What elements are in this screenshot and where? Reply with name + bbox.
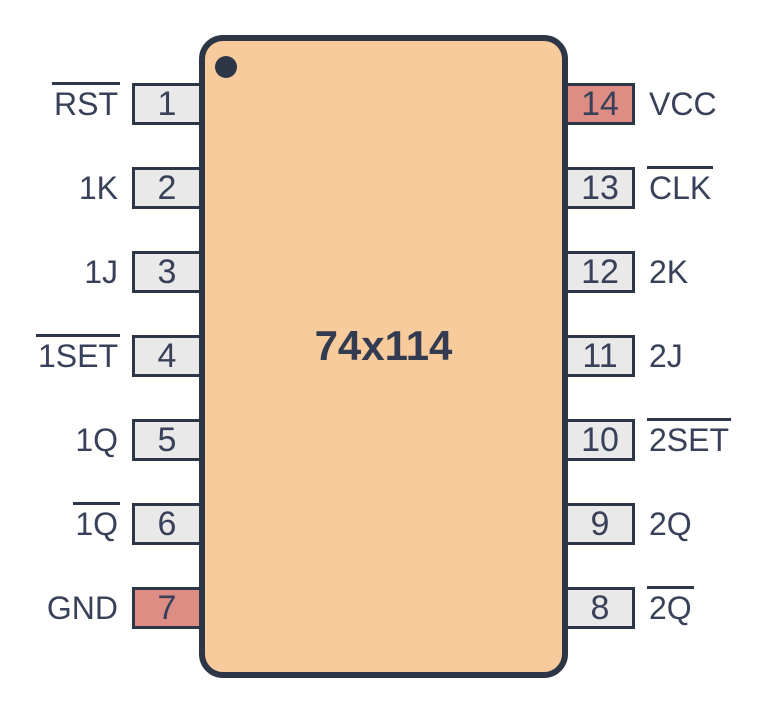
pin-row-13: 13 CLK [565,165,768,209]
chip-title: 74x114 [314,322,453,369]
pin-row-6: 1Q 6 [0,501,202,545]
pin-label-9: 2Q [649,505,692,542]
pin-row-12: 12 2K [565,251,768,293]
pin-box-3: 3 [132,251,202,293]
pin-row-7: GND 7 [0,587,202,629]
pin-label-2: 1K [78,169,118,206]
pin-box-9: 9 [565,503,635,545]
pin-label-11: 2J [649,337,683,374]
pin-box-12: 12 [565,251,635,293]
pin-box-11: 11 [565,335,635,377]
pin-number-3: 3 [157,253,177,291]
pin-number-9: 9 [590,505,610,543]
pin-row-8: 8 2Q [565,585,768,629]
pin-label-8: 2Q [647,585,694,626]
pin-number-13: 13 [581,169,619,207]
pin-row-11: 11 2J [565,335,768,377]
pin-number-14: 14 [581,85,619,123]
pin1-indicator-dot [215,56,237,78]
chip-body: 74x114 [199,35,568,678]
pin-label-10: 2SET [646,417,732,458]
pin-label-14: VCC [649,85,717,122]
pin-row-14: 14 VCC [565,83,768,125]
pin-box-8: 8 [565,587,635,629]
pin-box-1: 1 [132,83,202,125]
left-pin-column: RST 1 1K 2 1J 3 1SET 4 1Q 5 1Q 6 GND 7 [0,81,202,629]
pin-box-14: 14 [565,83,635,125]
pin-label-5: 1Q [75,421,118,458]
pin-number-1: 1 [157,85,177,123]
pin-label-1: RST [52,81,120,122]
pin-label-6: 1Q [73,501,120,542]
pin-number-2: 2 [157,169,177,207]
pin-row-4: 1SET 4 [0,333,202,377]
pin-number-11: 11 [582,337,618,375]
pin-box-4: 4 [132,335,202,377]
pin-row-9: 9 2Q [565,503,768,545]
pin-number-7: 7 [157,589,177,627]
pin-number-12: 12 [581,253,619,291]
pin-label-12: 2K [649,253,689,290]
right-pin-column: 14 VCC 13 CLK 12 2K 11 2J 10 2SET 9 2Q 8… [565,83,768,629]
pin-number-6: 6 [157,505,177,543]
pin-row-3: 1J 3 [0,251,202,293]
pin-row-1: RST 1 [0,81,202,125]
pin-row-5: 1Q 5 [0,419,202,461]
pin-number-10: 10 [581,421,619,459]
pin-number-8: 8 [590,589,610,627]
pin-box-13: 13 [565,167,635,209]
pin-box-6: 6 [132,503,202,545]
pin-number-4: 4 [157,337,177,375]
pin-number-5: 5 [157,421,177,459]
pin-box-5: 5 [132,419,202,461]
pin-row-2: 1K 2 [0,167,202,209]
pin-label-13: CLK [646,165,714,206]
pin-label-3: 1J [84,253,118,290]
pin-box-7: 7 [132,587,202,629]
pin-label-7: GND [46,589,118,626]
pin-row-10: 10 2SET [565,417,768,461]
pin-label-4: 1SET [35,333,121,374]
pin-box-10: 10 [565,419,635,461]
pin-box-2: 2 [132,167,202,209]
